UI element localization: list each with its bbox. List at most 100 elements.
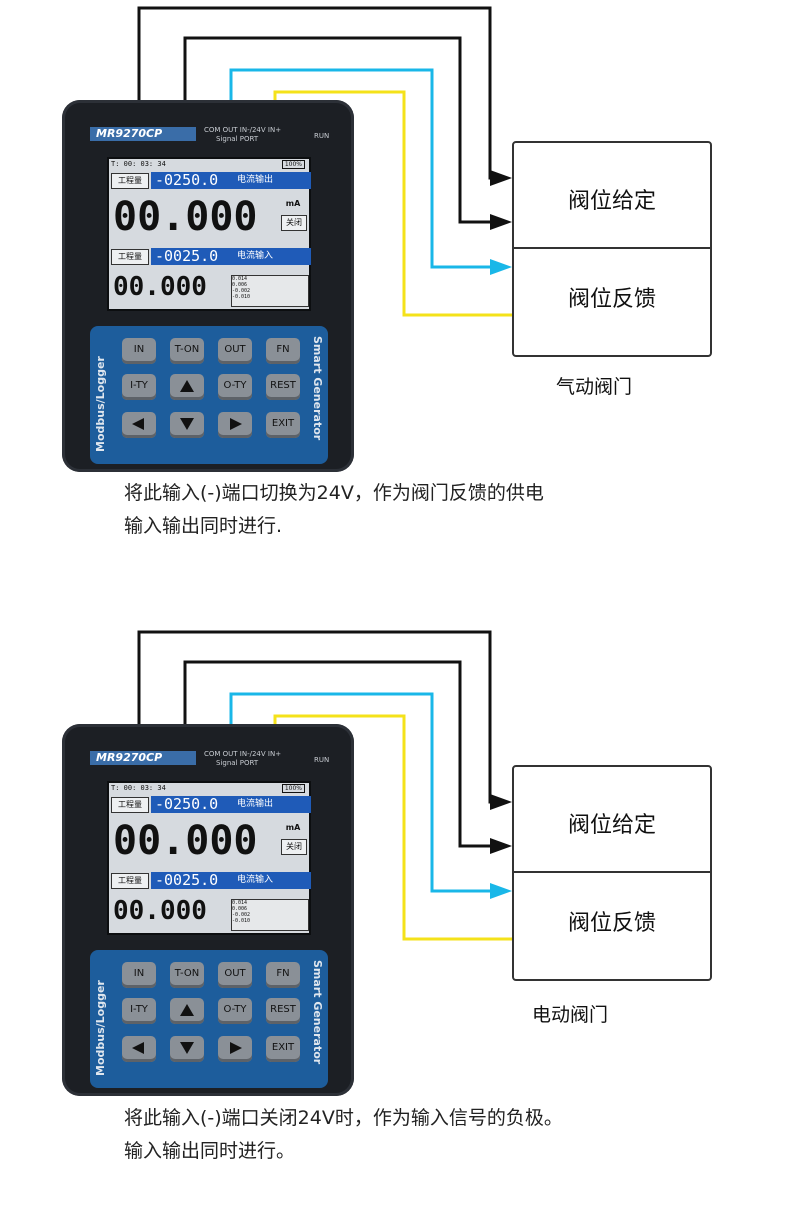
rest-key[interactable]: REST bbox=[266, 998, 300, 1024]
o-ty-key[interactable]: O-TY bbox=[218, 374, 252, 400]
output-value: 00.000 bbox=[113, 819, 258, 863]
down-key[interactable] bbox=[170, 1036, 204, 1062]
run-indicator: RUN bbox=[314, 132, 329, 140]
valve-type-label: 电动阀门 bbox=[532, 1000, 608, 1027]
arrow-icon bbox=[490, 838, 512, 854]
in-key[interactable]: IN bbox=[122, 338, 156, 364]
input-value: 00.000 bbox=[113, 271, 207, 303]
t-on-key[interactable]: T-ON bbox=[170, 962, 204, 988]
calibrator-device: MR9270CP COM OUT IN-/24V IN+ Signal PORT… bbox=[62, 724, 354, 1096]
arrow-icon bbox=[490, 170, 512, 186]
arrow-icon bbox=[490, 259, 512, 275]
log-line: -0.010 bbox=[232, 294, 308, 300]
valve-feedback-label: 阀位反馈 bbox=[514, 281, 710, 313]
battery-indicator: 100% bbox=[282, 784, 305, 793]
input-setpoint: -0025.0 bbox=[151, 248, 235, 265]
lcd-screen: T: 00: 03: 34 100% 工程量 -0250.0 电流输出 00.0… bbox=[107, 781, 311, 935]
down-arrow-icon bbox=[180, 1042, 194, 1054]
left-key[interactable] bbox=[122, 1036, 156, 1062]
valve-box: 阀位给定 阀位反馈 bbox=[512, 141, 712, 357]
in-key[interactable]: IN bbox=[122, 962, 156, 988]
lcd-tag: 工程量 bbox=[111, 797, 149, 813]
output-off-label: 关闭 bbox=[281, 839, 307, 855]
output-setpoint: -0250.0 bbox=[151, 796, 235, 813]
divider bbox=[514, 871, 710, 873]
output-mode: 电流输出 bbox=[233, 796, 311, 813]
out-key[interactable]: OUT bbox=[218, 338, 252, 364]
lcd-tag: 工程量 bbox=[111, 249, 149, 265]
output-off-label: 关闭 bbox=[281, 215, 307, 231]
arrow-icon bbox=[490, 794, 512, 810]
device-header: MR9270CP COM OUT IN-/24V IN+ Signal PORT… bbox=[84, 124, 334, 146]
side-label-left: Modbus/Logger bbox=[94, 980, 107, 1076]
input-mode: 电流输入 bbox=[233, 872, 311, 889]
valve-box: 阀位给定 阀位反馈 bbox=[512, 765, 712, 981]
exit-key[interactable]: EXIT bbox=[266, 1036, 300, 1062]
t-on-key[interactable]: T-ON bbox=[170, 338, 204, 364]
output-value: 00.000 bbox=[113, 195, 258, 239]
divider bbox=[514, 247, 710, 249]
valve-set-label: 阀位给定 bbox=[514, 807, 710, 839]
up-key[interactable] bbox=[170, 374, 204, 400]
caption-line: 输入输出同时进行. bbox=[124, 510, 282, 542]
rest-key[interactable]: REST bbox=[266, 374, 300, 400]
caption-line: 将此输入(-)端口关闭24V时，作为输入信号的负极。 bbox=[124, 1102, 563, 1134]
fn-key[interactable]: FN bbox=[266, 338, 300, 364]
right-key[interactable] bbox=[218, 1036, 252, 1062]
lcd-time: T: 00: 03: 34 bbox=[111, 160, 166, 168]
fn-key[interactable]: FN bbox=[266, 962, 300, 988]
left-key[interactable] bbox=[122, 412, 156, 438]
caption-line: 输入输出同时进行。 bbox=[124, 1135, 295, 1167]
log-chart: 0.014 0.006 -0.002 -0.010 bbox=[231, 275, 309, 307]
exit-key[interactable]: EXIT bbox=[266, 412, 300, 438]
output-setpoint: -0250.0 bbox=[151, 172, 235, 189]
side-label-right: Smart Generator bbox=[311, 960, 324, 1064]
out-key[interactable]: OUT bbox=[218, 962, 252, 988]
input-setpoint: -0025.0 bbox=[151, 872, 235, 889]
i-ty-key[interactable]: I-TY bbox=[122, 374, 156, 400]
up-arrow-icon bbox=[180, 380, 194, 392]
unit-label: mA bbox=[281, 821, 305, 835]
down-arrow-icon bbox=[180, 418, 194, 430]
down-key[interactable] bbox=[170, 412, 204, 438]
signal-port-label: Signal PORT bbox=[216, 759, 258, 767]
device-header: MR9270CP COM OUT IN-/24V IN+ Signal PORT… bbox=[84, 748, 334, 770]
panel-pneumatic: MR9270CP COM OUT IN-/24V IN+ Signal PORT… bbox=[0, 0, 790, 600]
left-arrow-icon bbox=[132, 418, 146, 430]
arrow-icon bbox=[490, 214, 512, 230]
port-labels: COM OUT IN-/24V IN+ bbox=[204, 750, 281, 758]
unit-label: mA bbox=[281, 197, 305, 211]
o-ty-key[interactable]: O-TY bbox=[218, 998, 252, 1024]
log-line: -0.010 bbox=[232, 918, 308, 924]
panel-electric: MR9270CP COM OUT IN-/24V IN+ Signal PORT… bbox=[0, 624, 790, 1224]
caption-line: 将此输入(-)端口切换为24V，作为阀门反馈的供电 bbox=[124, 477, 544, 509]
i-ty-key[interactable]: I-TY bbox=[122, 998, 156, 1024]
run-indicator: RUN bbox=[314, 756, 329, 764]
calibrator-device: MR9270CP COM OUT IN-/24V IN+ Signal PORT… bbox=[62, 100, 354, 472]
log-chart: 0.014 0.006 -0.002 -0.010 bbox=[231, 899, 309, 931]
valve-feedback-label: 阀位反馈 bbox=[514, 905, 710, 937]
right-arrow-icon bbox=[228, 1042, 242, 1054]
output-mode: 电流输出 bbox=[233, 172, 311, 189]
up-arrow-icon bbox=[180, 1004, 194, 1016]
lcd-time: T: 00: 03: 34 bbox=[111, 784, 166, 792]
valve-set-label: 阀位给定 bbox=[514, 183, 710, 215]
lcd-screen: T: 00: 03: 34 100% 工程量 -0250.0 电流输出 00.0… bbox=[107, 157, 311, 311]
port-labels: COM OUT IN-/24V IN+ bbox=[204, 126, 281, 134]
side-label-right: Smart Generator bbox=[311, 336, 324, 440]
keypad: Modbus/Logger Smart Generator IN T-ON OU… bbox=[90, 950, 328, 1088]
input-mode: 电流输入 bbox=[233, 248, 311, 265]
model-label: MR9270CP bbox=[90, 751, 196, 765]
battery-indicator: 100% bbox=[282, 160, 305, 169]
input-value: 00.000 bbox=[113, 895, 207, 927]
left-arrow-icon bbox=[132, 1042, 146, 1054]
right-arrow-icon bbox=[228, 418, 242, 430]
arrow-icon bbox=[490, 883, 512, 899]
up-key[interactable] bbox=[170, 998, 204, 1024]
right-key[interactable] bbox=[218, 412, 252, 438]
model-label: MR9270CP bbox=[90, 127, 196, 141]
valve-type-label: 气动阀门 bbox=[556, 372, 632, 399]
side-label-left: Modbus/Logger bbox=[94, 356, 107, 452]
signal-port-label: Signal PORT bbox=[216, 135, 258, 143]
lcd-tag: 工程量 bbox=[111, 173, 149, 189]
